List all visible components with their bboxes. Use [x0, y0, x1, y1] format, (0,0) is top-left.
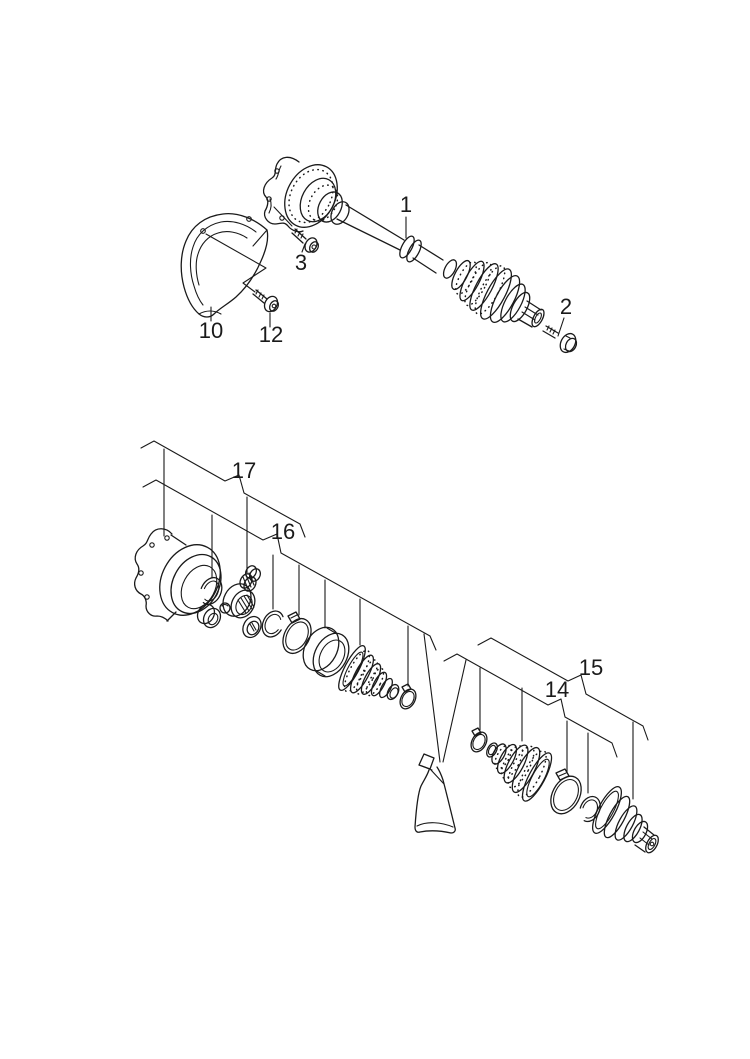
callout-15[interactable]: 15: [579, 655, 603, 680]
grease-pointer-left: [423, 633, 441, 763]
boot-clamp-large-right: [550, 768, 582, 815]
cv-flange-housing: [134, 528, 222, 622]
socket-screw: [291, 228, 320, 253]
callout-16[interactable]: 16: [271, 519, 295, 544]
inner-joint-flange: [262, 156, 304, 233]
bracket-17: [140, 440, 306, 538]
callout-3[interactable]: 3: [295, 250, 307, 275]
callout-1[interactable]: 1: [400, 192, 412, 217]
callout-labels: 1 2 3 10 12 17 16 15 14: [199, 192, 603, 702]
leader-lines-bottom: [163, 448, 634, 800]
inner-cv-boot: [338, 645, 400, 701]
grease-tube: [414, 753, 456, 834]
bracket-15: [477, 637, 649, 741]
heat-shield: [180, 213, 269, 318]
leader-line-3: [301, 243, 306, 253]
outer-joint-stub-shaft: [517, 300, 545, 328]
grease-pointer-right: [442, 659, 467, 763]
boot-clamp-large-left: [282, 611, 312, 655]
shield-screw: [252, 289, 280, 313]
callout-12[interactable]: 12: [259, 322, 283, 347]
leader-flange-screw: [273, 206, 293, 227]
callout-14[interactable]: 14: [545, 677, 569, 702]
outer-cv-boot: [486, 742, 553, 802]
inner-joint-hub: [222, 565, 262, 619]
leader-shield-screw: [205, 233, 267, 293]
snap-ring-left: [261, 610, 285, 638]
outer-cv-joint: [592, 786, 659, 854]
outer-cv-boot-assembled: [442, 259, 531, 323]
circlip: [199, 576, 223, 606]
bracket-14: [443, 653, 618, 758]
callout-17[interactable]: 17: [232, 458, 256, 483]
exploded-view: [134, 440, 659, 854]
bushing: [196, 603, 222, 629]
axle-shaft: [336, 204, 444, 274]
bracket-16: [142, 479, 437, 651]
inner-cv-joint: [284, 164, 350, 228]
callout-10[interactable]: 10: [199, 318, 223, 343]
leader-line-2: [557, 317, 565, 337]
boot-collar: [302, 626, 350, 678]
dust-cap: [242, 615, 262, 639]
drive-shaft-assembly: [180, 156, 578, 354]
callout-2[interactable]: 2: [560, 294, 572, 319]
ball: [219, 602, 231, 614]
boot-clamp-small-left: [399, 683, 417, 710]
hex-bolt: [542, 325, 578, 354]
boot-clamp-small-right: [470, 727, 488, 753]
